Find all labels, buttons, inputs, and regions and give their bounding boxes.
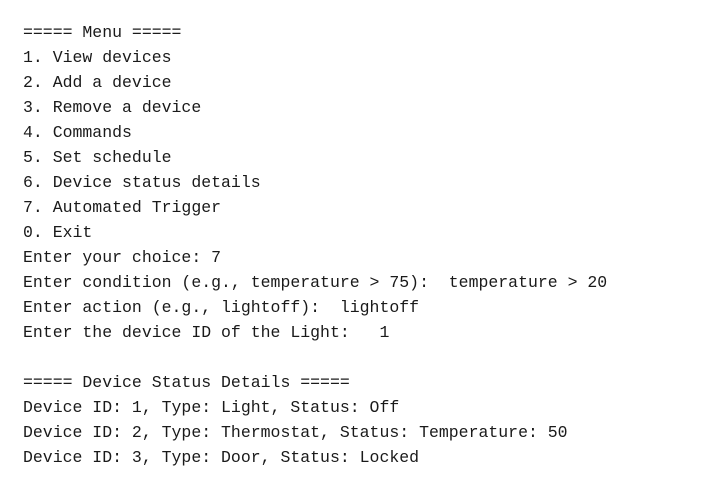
status-line-device-3: Device ID: 3, Type: Door, Status: Locked <box>23 448 420 467</box>
prompt-line-device-id: Enter the device ID of the Light: 1 <box>23 323 389 343</box>
menu-item-view-devices: 1. View devices <box>23 48 172 67</box>
menu-item-automated-trigger: 7. Automated Trigger <box>23 198 222 217</box>
prompt-text: Enter the device ID of the Light: <box>23 323 360 342</box>
user-input: 7 <box>211 248 222 267</box>
menu-item-add-device: 2. Add a device <box>23 73 172 92</box>
prompt-text: Enter action (e.g., lightoff): <box>23 298 330 317</box>
prompt-line-action: Enter action (e.g., lightoff): lightoff <box>23 298 419 318</box>
prompt-text: Enter your choice: <box>23 248 212 267</box>
user-input: temperature > 20 <box>438 273 608 292</box>
prompt-line-condition: Enter condition (e.g., temperature > 75)… <box>23 273 607 293</box>
user-input: 1 <box>359 323 390 342</box>
status-header: ===== Device Status Details ===== <box>23 373 350 392</box>
menu-header: ===== Menu ===== <box>23 23 182 42</box>
prompt-text: Enter condition (e.g., temperature > 75)… <box>23 273 439 292</box>
menu-item-commands: 4. Commands <box>23 123 132 142</box>
user-input: lightoff <box>329 298 420 317</box>
menu-item-exit: 0. Exit <box>23 223 93 242</box>
prompt-line-choice: Enter your choice: 7 <box>23 248 221 268</box>
status-line-device-2: Device ID: 2, Type: Thermostat, Status: … <box>23 423 568 442</box>
menu-item-device-status: 6. Device status details <box>23 173 261 192</box>
status-line-device-1: Device ID: 1, Type: Light, Status: Off <box>23 398 400 417</box>
menu-item-remove-device: 3. Remove a device <box>23 98 202 117</box>
menu-item-set-schedule: 5. Set schedule <box>23 148 172 167</box>
